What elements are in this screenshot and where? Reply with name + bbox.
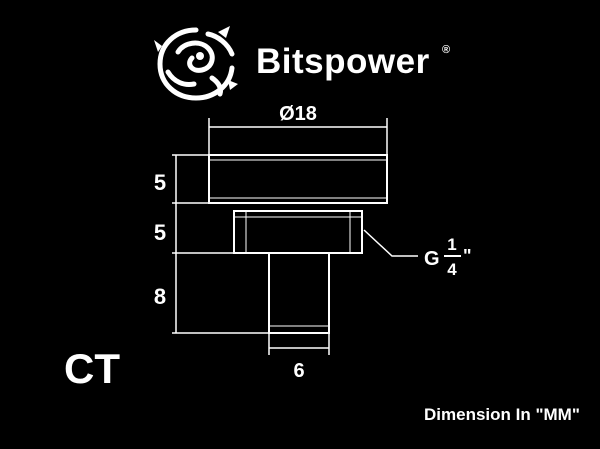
thread-prefix-label: G (424, 248, 440, 270)
fitting-hex (233, 210, 363, 254)
fitting-cap (208, 154, 388, 204)
thread-denominator-label: 4 (447, 260, 457, 279)
fitting-stem (268, 252, 330, 334)
cap-height-label: 5 (154, 170, 166, 195)
thread-leader-line (363, 229, 418, 257)
stem-length-label: 8 (154, 284, 166, 309)
units-note: Dimension In "MM" (424, 405, 580, 424)
hex-height-label: 5 (154, 220, 166, 245)
stem-diameter-label: 6 (293, 360, 304, 382)
brand-name: Bitspower (256, 42, 430, 81)
thread-numerator-label: 1 (447, 235, 456, 254)
model-code: CT (64, 345, 120, 392)
registered-mark: ® (442, 44, 451, 56)
top-diameter-label: Ø18 (279, 103, 317, 125)
thread-suffix-label: " (463, 246, 472, 266)
dragon-emblem-icon (154, 26, 238, 101)
